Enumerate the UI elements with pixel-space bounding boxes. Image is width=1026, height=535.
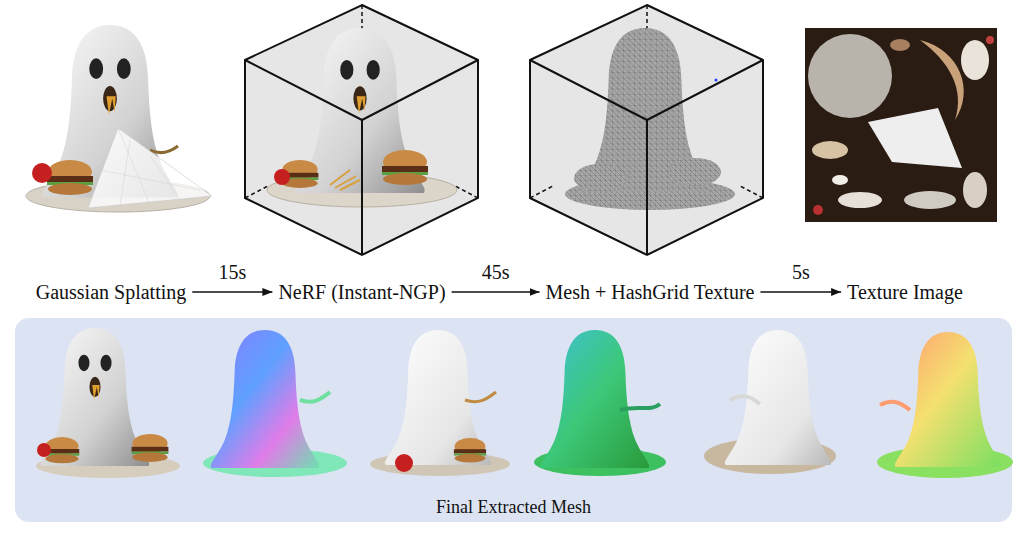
node-text: Final Extracted Mesh: [436, 496, 591, 518]
mesh-cube: [574, 164, 626, 192]
texture-atlas: [838, 192, 882, 208]
texture-atlas: [920, 40, 964, 120]
arrow-connector: [452, 291, 540, 293]
untextured-render: [395, 454, 413, 472]
arrow-connector: [192, 291, 272, 293]
texture-atlas: [805, 28, 997, 222]
texture-atlas: [890, 39, 910, 51]
normal-render: [880, 402, 910, 410]
normal-render: [620, 404, 660, 410]
stage-label: NeRF (Instant-NGP): [276, 280, 447, 304]
textured-render: [37, 443, 51, 457]
duration-label: 15s: [218, 260, 246, 284]
node-text: Mesh + HashGrid Texture: [546, 281, 755, 303]
gaussian-splat-render: [88, 128, 212, 208]
gaussian-splat-render: [47, 160, 93, 195]
nerf-cube: [245, 60, 478, 255]
normal-render: [203, 330, 347, 477]
nerf-cube: [340, 60, 380, 114]
gaussian-splat-render: [32, 163, 52, 183]
textured-render: [36, 328, 180, 478]
mesh-cube: [669, 158, 721, 186]
gaussian-splat-render: [89, 58, 130, 114]
node-text: NeRF (Instant-NGP): [278, 281, 445, 303]
texture-atlas: [963, 172, 987, 208]
texture-atlas: [808, 34, 892, 118]
nerf-cube: [245, 5, 478, 255]
result-panel: Final Extracted Mesh: [15, 318, 1012, 522]
stage-label: Mesh + HashGrid Texture: [544, 280, 757, 304]
mesh-cube: [530, 60, 763, 255]
gaussian-splat-render: [26, 25, 212, 212]
texture-atlas: [813, 205, 823, 215]
normal-render: [895, 332, 1001, 467]
normal-render: [541, 330, 649, 468]
mesh-cube: [715, 79, 718, 82]
duration-label: 45s: [482, 260, 510, 284]
gaussian-splat-render: [100, 128, 200, 206]
back-view-render: [725, 330, 831, 465]
nerf-cube: [274, 169, 290, 185]
nerf-cube: [245, 5, 478, 255]
texture-atlas: [961, 40, 989, 80]
textured-render: [78, 355, 111, 400]
normal-render: [300, 392, 330, 402]
back-view-render: [730, 396, 760, 404]
nerf-cube: [330, 170, 360, 190]
stage-label: Texture Image: [845, 280, 965, 304]
texture-atlas: [832, 175, 848, 185]
duration-label: 5s: [792, 260, 810, 284]
gaussian-splat-render: [150, 146, 178, 153]
untextured-render: [385, 330, 491, 465]
mesh-cube: [530, 5, 763, 255]
untextured-render: [454, 438, 486, 463]
untextured-render: [465, 392, 496, 402]
texture-atlas: [986, 36, 994, 44]
texture-atlas: [904, 191, 956, 209]
normal-render: [534, 330, 666, 476]
result-band: [15, 318, 1012, 522]
texture-atlas: [868, 108, 962, 168]
normal-render: [877, 332, 1013, 478]
texture-atlas: [812, 141, 848, 159]
texture-atlas: [805, 28, 997, 222]
back-view-render: [704, 330, 836, 474]
node-text: Gaussian Splatting: [36, 281, 187, 303]
untextured-render: [370, 330, 510, 476]
mesh-cube: [530, 5, 763, 255]
nerf-cube: [382, 150, 428, 185]
arrow-connector: [760, 291, 841, 293]
node-text: Texture Image: [847, 281, 963, 303]
textured-render: [132, 434, 169, 462]
stage-label: Gaussian Splatting: [34, 280, 189, 304]
